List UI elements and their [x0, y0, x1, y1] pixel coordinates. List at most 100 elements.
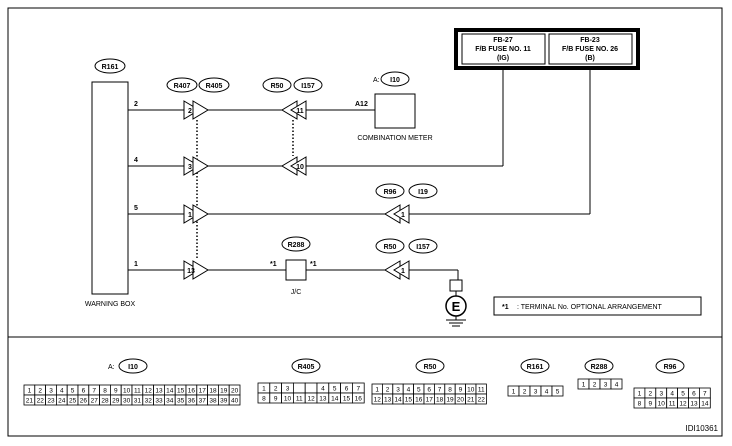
- connector-face-name: R50: [424, 364, 437, 371]
- pin-number: 19: [446, 397, 454, 404]
- pin-cell: [304, 382, 318, 394]
- pin-number: 3: [49, 388, 53, 395]
- pin-number: 28: [101, 398, 109, 405]
- pin-number: 12: [679, 401, 687, 408]
- pin-number: 8: [638, 401, 642, 408]
- pin-number: 18: [209, 388, 217, 395]
- pin-number: 13: [155, 388, 163, 395]
- pin-number: 11: [669, 401, 676, 408]
- pin-number: 4: [407, 387, 411, 394]
- pin-number: 21: [467, 397, 475, 404]
- r405-terminal: 2: [183, 100, 209, 120]
- pin-number: 15: [343, 396, 351, 403]
- pin-number: 12: [307, 396, 315, 403]
- pin-number: 22: [478, 397, 486, 404]
- pin-cell: [292, 382, 306, 394]
- r96-terminal: 1: [384, 204, 410, 224]
- pin-number: 14: [394, 397, 402, 404]
- pin-number: 6: [82, 388, 86, 395]
- pin-number: 1: [375, 387, 379, 394]
- r405-terminal: 3: [183, 156, 209, 176]
- warning-box-pin: 5: [134, 205, 138, 212]
- pin-number: 14: [331, 396, 339, 403]
- pin-number: 16: [188, 388, 196, 395]
- connector-face-prefix: A:: [108, 364, 115, 371]
- pin-cell: [475, 393, 487, 405]
- svg-text:R50: R50: [384, 244, 397, 251]
- pin-number: 16: [355, 396, 363, 403]
- i157-terminal: 11: [281, 100, 307, 120]
- svg-text:R405: R405: [206, 83, 223, 90]
- pin-number: 4: [60, 388, 64, 395]
- pin-number: 10: [467, 387, 475, 394]
- meter-label: COMBINATION METER: [357, 135, 432, 142]
- pin-number: 33: [155, 398, 163, 405]
- pin-number: 2: [593, 382, 597, 389]
- fuse-ref-1: FB-27: [493, 37, 513, 44]
- pin-number: 8: [103, 388, 107, 395]
- diagram-frame: [7, 7, 723, 437]
- fuse-supply-2: (B): [585, 55, 595, 62]
- fuse-ref-2: FB-23: [580, 37, 600, 44]
- pin-number: 7: [356, 386, 360, 393]
- pin-number: 1: [582, 382, 586, 389]
- pin-cell: [228, 394, 241, 406]
- pin-number: 2: [649, 391, 653, 398]
- pin-number: 10: [284, 396, 292, 403]
- fuse-supply-1: (IG): [497, 55, 509, 62]
- svg-text:R161: R161: [102, 64, 119, 71]
- pin-number: 3: [604, 382, 608, 389]
- pin-number: 5: [556, 389, 560, 396]
- combination-meter: A12 COMBINATION METER: [355, 93, 433, 142]
- pin-number: 10: [123, 388, 131, 395]
- pin-number: 7: [703, 391, 707, 398]
- pin-number: 31: [134, 398, 142, 405]
- svg-text:2: 2: [188, 108, 192, 115]
- jc-label: J/C: [291, 289, 302, 296]
- svg-text:I157: I157: [301, 83, 315, 90]
- connector-tag-r161: R161: [94, 58, 126, 74]
- pin-number: 2: [386, 387, 390, 394]
- pin-number: 35: [177, 398, 185, 405]
- i157-terminal: 10: [281, 156, 307, 176]
- pin-number: 25: [69, 398, 77, 405]
- connector-face-name: R288: [591, 364, 608, 371]
- pin-number: 11: [296, 396, 303, 403]
- svg-text:I19: I19: [418, 189, 428, 196]
- meter-connector-prefix: A:: [373, 77, 380, 84]
- svg-text:3: 3: [188, 164, 192, 171]
- connector-tag-i157: I157: [293, 77, 323, 93]
- connector-face-name: R96: [664, 364, 677, 371]
- note-mark: *1: [502, 304, 509, 311]
- pin-number: 7: [438, 387, 442, 394]
- warning-box-pin: 1: [134, 261, 138, 268]
- pin-number: 36: [188, 398, 196, 405]
- pin-number: 20: [231, 388, 239, 395]
- connector-tag-i19: I19: [408, 183, 438, 199]
- pin-number: 40: [231, 398, 239, 405]
- fuse-name-2: F/B FUSE NO. 26: [562, 46, 618, 53]
- pin-number: 2: [274, 386, 278, 393]
- svg-text:I10: I10: [390, 77, 400, 84]
- r50-terminal: 1: [384, 260, 410, 280]
- pin-cell: [551, 385, 564, 397]
- pin-number: 5: [71, 388, 75, 395]
- pin-number: 13: [319, 396, 327, 403]
- pin-number: 3: [396, 387, 400, 394]
- pin-number: 32: [145, 398, 153, 405]
- pin-number: 9: [649, 401, 653, 408]
- pin-number: 11: [478, 387, 485, 394]
- svg-text:13: 13: [187, 268, 195, 275]
- pin-number: 9: [459, 387, 463, 394]
- pin-cell: [699, 397, 711, 409]
- pin-number: 4: [615, 382, 619, 389]
- svg-text:R50: R50: [271, 83, 284, 90]
- pin-number: 20: [457, 397, 465, 404]
- connector-tag-r50: R50: [375, 238, 405, 254]
- pin-number: 7: [92, 388, 96, 395]
